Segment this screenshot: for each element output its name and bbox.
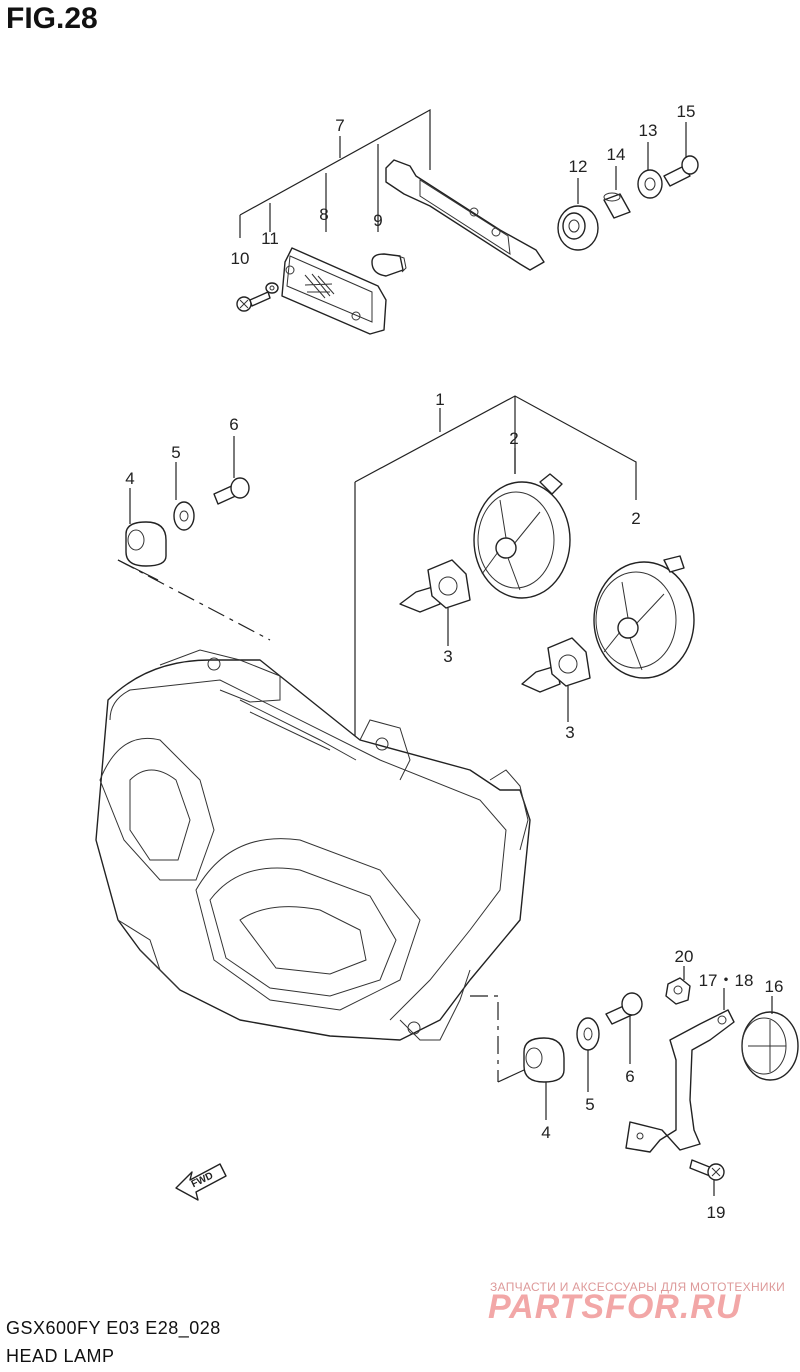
callout-13: 13 <box>639 121 658 140</box>
callout-16: 16 <box>765 977 784 996</box>
watermark-subtitle: ЗАПЧАСТИ И АКСЕССУАРЫ ДЛЯ МОТОТЕХНИКИ <box>490 1280 786 1294</box>
callout-6-upper: 6 <box>229 415 238 434</box>
part-16-cap <box>741 996 799 1081</box>
part-14-collar <box>603 192 631 219</box>
model-code: GSX600FY E03 E28_028 <box>6 1318 221 1338</box>
callout-19: 19 <box>707 1203 726 1222</box>
part-2-socket-cover-upper <box>473 473 571 599</box>
part-9-bulb <box>371 253 407 277</box>
callout-11: 11 <box>261 229 279 248</box>
callout-3-upper: 3 <box>443 647 452 666</box>
part-13-washer <box>637 169 663 199</box>
callout-14: 14 <box>607 145 626 164</box>
callout-3-lower: 3 <box>565 723 574 742</box>
part-8-lens-plate <box>281 247 387 335</box>
part-4-grommet-lower <box>523 1037 565 1120</box>
callout-numbers: 1 2 2 3 3 4 4 5 5 6 6 7 8 9 10 11 12 13 … <box>125 102 783 1222</box>
callout-4-lower: 4 <box>541 1123 550 1142</box>
part-6-bolt-lower <box>605 992 643 1064</box>
callout-1-bracket <box>354 395 637 740</box>
part-3-halogen-bulb-upper <box>399 559 471 646</box>
mounting-axis-lower <box>470 995 525 1083</box>
callout-10: 10 <box>231 249 250 268</box>
part-10-screw <box>236 291 271 312</box>
callout-15: 15 <box>677 102 696 121</box>
part-7-bracket-plate <box>385 159 545 271</box>
part-20-nut <box>665 966 691 1005</box>
callout-7: 7 <box>335 116 344 135</box>
callout-2-lower: 2 <box>631 509 640 528</box>
section-name: HEAD LAMP <box>6 1346 115 1366</box>
part-6-bolt-upper <box>213 436 250 505</box>
callout-8: 8 <box>319 205 328 224</box>
head-lamp-housing <box>95 649 531 1041</box>
part-3-halogen-bulb-lower <box>521 637 591 722</box>
part-11-washer <box>265 282 279 294</box>
part-17-18-bracket <box>625 988 735 1153</box>
forward-direction-arrow: FWD <box>175 1163 227 1201</box>
part-5-washer-upper <box>173 462 195 531</box>
figure-title: FIG.28 <box>6 2 98 35</box>
mounting-axis-upper <box>117 559 271 641</box>
part-12-grommet <box>557 205 599 251</box>
part-19-screw <box>689 1159 725 1196</box>
callout-5-lower: 5 <box>585 1095 594 1114</box>
part-4-grommet-upper <box>125 488 167 567</box>
part-15-bolt <box>663 155 699 187</box>
part-2-socket-cover-lower <box>593 555 695 679</box>
part-5-washer-lower <box>576 1017 600 1092</box>
callout-6-lower: 6 <box>625 1067 634 1086</box>
callout-20: 20 <box>675 947 694 966</box>
callout-2-upper: 2 <box>509 429 518 448</box>
callout-7-bracket <box>239 108 431 238</box>
callout-17-18: 17・18 <box>699 971 754 990</box>
callout-12-15-leaders <box>577 122 687 204</box>
callout-4-upper: 4 <box>125 469 134 488</box>
callout-1: 1 <box>435 390 444 409</box>
callout-12: 12 <box>569 157 588 176</box>
watermark-logo: PARTSFOR.RU <box>488 1288 742 1326</box>
callout-5-upper: 5 <box>171 443 180 462</box>
callout-9: 9 <box>373 211 382 230</box>
